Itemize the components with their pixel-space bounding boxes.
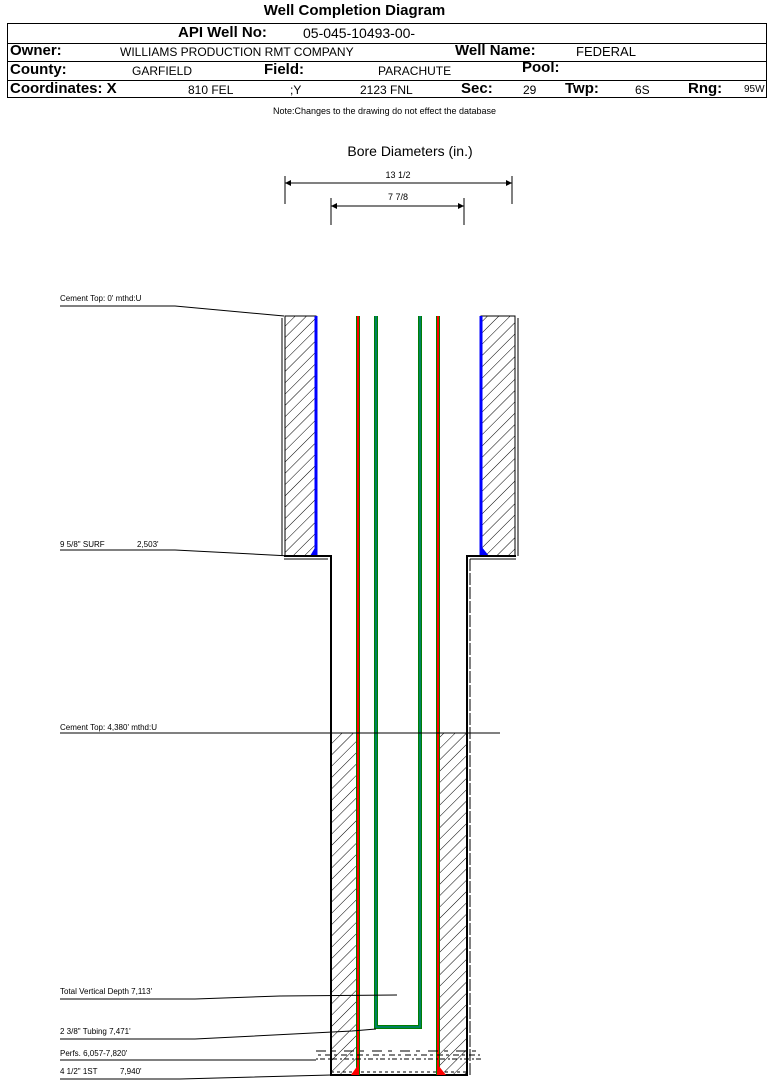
y-value: 2123 FNL [360, 83, 413, 97]
rng-value: 95W [744, 84, 765, 95]
well-name-label: Well Name: [455, 42, 536, 59]
owner-value: WILLIAMS PRODUCTION RMT COMPANY [120, 45, 354, 59]
surface-cement-right [480, 315, 516, 557]
field-value: PARACHUTE [378, 64, 452, 78]
bore-inner-label: 7 7/8 [388, 192, 408, 202]
x-value: 810 FEL [188, 83, 234, 97]
production-casing-depth: 7,940' [120, 1067, 142, 1076]
y-label: ;Y [290, 83, 302, 97]
tubing [374, 316, 422, 1029]
production-casing-label: 4 1/2" 1ST [60, 1067, 98, 1076]
county-label: County: [10, 61, 67, 78]
owner-label: Owner: [10, 42, 62, 59]
cement-top-surface-label: Cement Top: 0' mthd:U [60, 294, 142, 303]
perforations [316, 1050, 481, 1060]
bore-inner-dimension: 7 7/8 [330, 192, 465, 225]
field-label: Field: [264, 61, 304, 78]
production-cement-left [332, 733, 358, 1075]
well-name-value: FEDERAL [576, 44, 636, 59]
perforations-label: Perfs. 6,057-7,820' [60, 1049, 128, 1058]
diagram-title: Well Completion Diagram [263, 2, 446, 19]
cement-top-production-label: Cement Top: 4,380' mthd:U [60, 723, 157, 732]
surface-cement-left [284, 315, 317, 557]
api-value: 05-045-10493-00- [303, 25, 416, 41]
sec-label: Sec: [461, 80, 493, 97]
sec-value: 29 [523, 83, 537, 97]
pool-label: Pool: [522, 59, 560, 76]
bore-outer-dimension: 13 1/2 [284, 170, 513, 204]
api-label: API Well No: [178, 24, 267, 41]
production-hole-wall [284, 555, 516, 1076]
well-info-header: API Well No: 05-045-10493-00- Owner: WIL… [7, 23, 767, 98]
county-value: GARFIELD [132, 64, 193, 78]
twp-value: 6S [635, 83, 650, 97]
twp-label: Twp: [565, 80, 599, 97]
coordinates-label: Coordinates: X [10, 80, 117, 97]
note-text: Note:Changes to the drawing do not effec… [273, 106, 496, 116]
production-cement-right [440, 733, 466, 1075]
surface-casing-depth: 2,503' [137, 540, 159, 549]
bore-diameters-title: Bore Diameters (in.) [347, 143, 472, 159]
rng-label: Rng: [688, 80, 723, 97]
tubing-label: 2 3/8" Tubing 7,471' [60, 1027, 131, 1036]
bore-outer-label: 13 1/2 [385, 170, 410, 180]
surface-casing-label: 9 5/8" SURF [60, 540, 105, 549]
total-vertical-depth-label: Total Vertical Depth 7,113' [60, 987, 153, 996]
